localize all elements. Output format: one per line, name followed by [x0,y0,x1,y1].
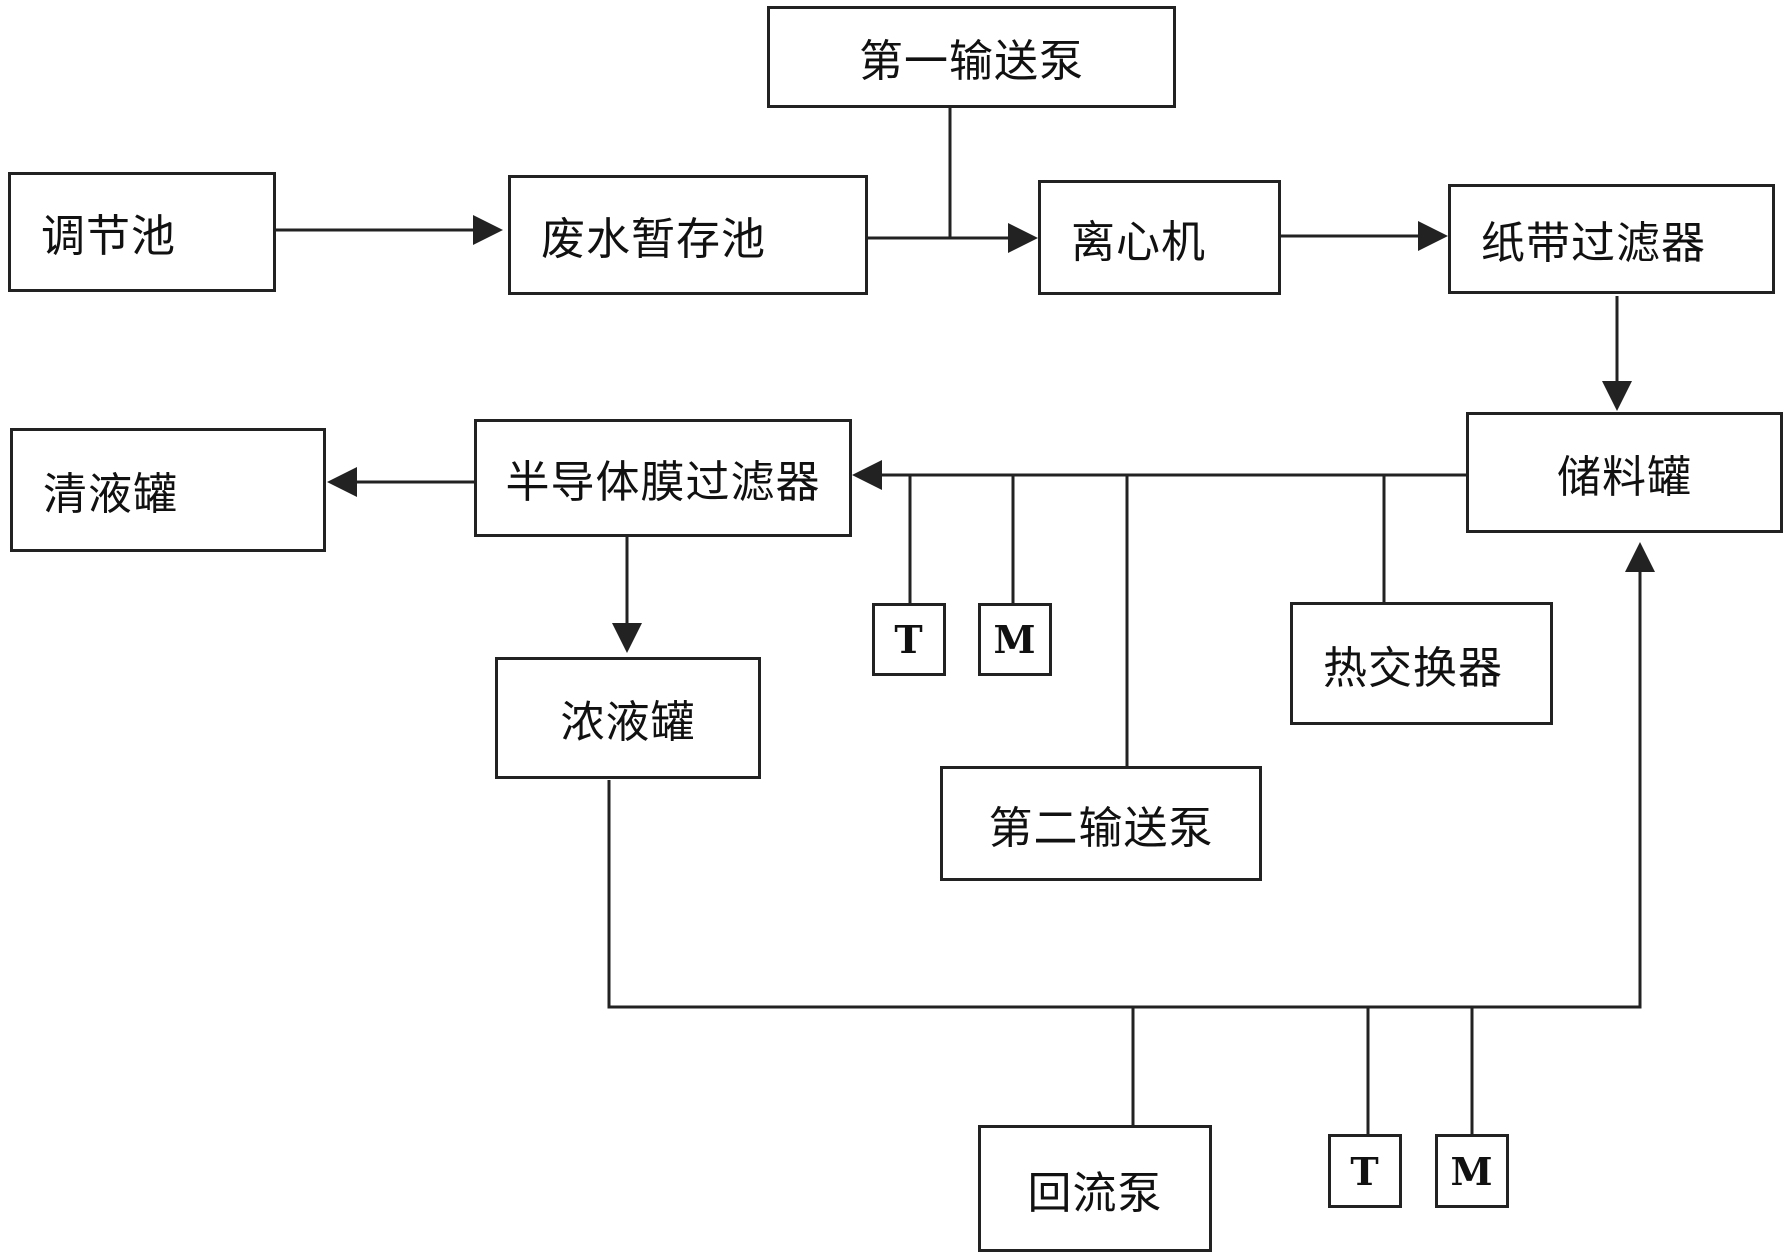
m-sensor-lower-label: M [1450,1148,1494,1194]
m-sensor-upper-box: M [978,603,1052,676]
second-pump-label: 第二输送泵 [988,802,1214,854]
centrifuge-box: 离心机 [1038,180,1281,295]
storage-tank-label: 储料罐 [1557,451,1692,503]
heat-exchanger-label: 热交换器 [1323,642,1503,694]
reflux-pump-label: 回流泵 [1027,1167,1163,1219]
first-pump-label: 第一输送泵 [859,36,1084,87]
t-sensor-lower-box: T [1328,1134,1402,1208]
wastewater-tank-label: 废水暂存池 [541,214,766,265]
concentrate-tank-label: 浓液罐 [560,697,696,748]
membrane-filter-label: 半导体膜过滤器 [505,457,821,508]
t-sensor-upper-box: T [872,603,946,676]
reflux-pump-box: 回流泵 [978,1125,1212,1252]
concentrate-tank-box: 浓液罐 [495,657,761,779]
t-sensor-upper-label: T [894,617,924,662]
t-sensor-lower-label: T [1350,1148,1380,1194]
storage-tank-box: 储料罐 [1466,412,1783,533]
m-sensor-upper-label: M [993,617,1037,662]
second-pump-box: 第二输送泵 [940,766,1262,881]
clear-tank-box: 清液罐 [10,428,326,552]
membrane-filter-box: 半导体膜过滤器 [474,419,852,537]
regulating-tank-label: 调节池 [41,211,176,262]
wastewater-tank-box: 废水暂存池 [508,175,868,295]
paper-filter-label: 纸带过滤器 [1481,218,1706,269]
m-sensor-lower-box: M [1435,1134,1509,1208]
line-reflux-loop [607,542,1655,1009]
first-pump-box: 第一输送泵 [767,6,1176,108]
regulating-tank-box: 调节池 [8,172,276,292]
centrifuge-label: 离心机 [1071,216,1206,268]
clear-tank-label: 清液罐 [43,469,178,520]
paper-filter-box: 纸带过滤器 [1448,184,1775,294]
heat-exchanger-box: 热交换器 [1290,602,1553,725]
